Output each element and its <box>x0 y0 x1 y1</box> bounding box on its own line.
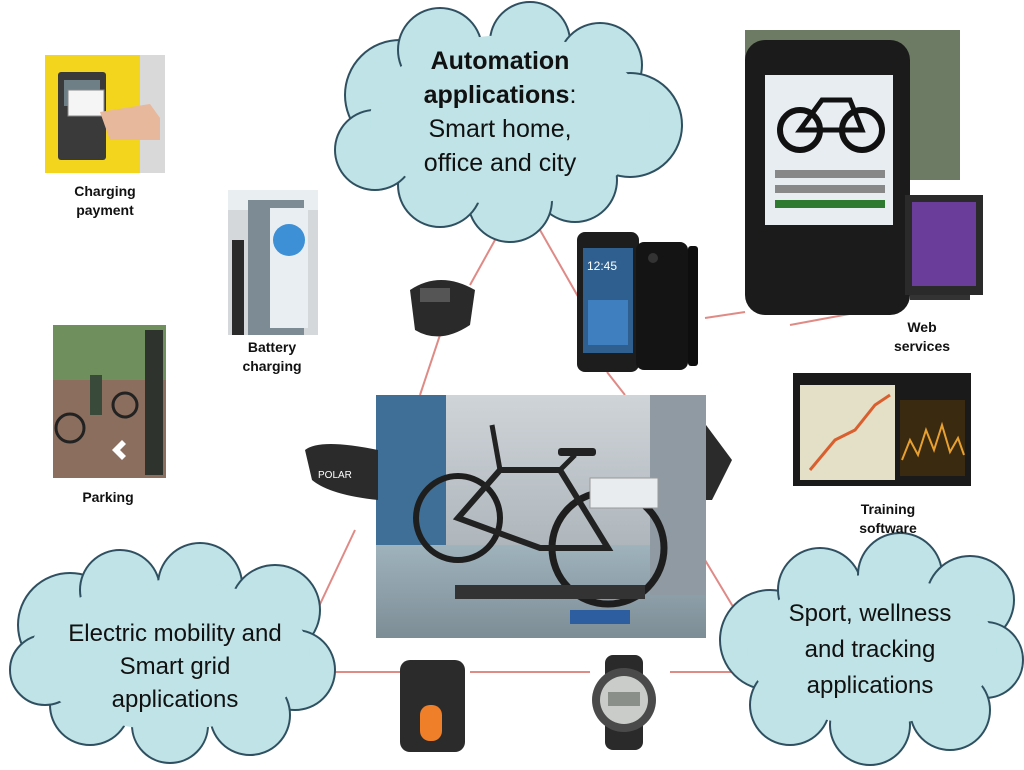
center-bike-photo <box>376 395 706 638</box>
smartphone-device: 12:45 <box>577 232 698 372</box>
sport-line3: applications <box>806 672 934 699</box>
automation-line3: Smart home, <box>428 115 572 143</box>
gps-tracker-device <box>400 660 465 752</box>
caption-parking: Parking <box>58 488 158 507</box>
automation-title: Automation <box>430 47 570 75</box>
battery-charging-photo <box>228 190 318 335</box>
caption-web-line2: services <box>893 338 951 354</box>
automation-title-line2: applications <box>423 81 570 109</box>
caption-training-line1: Training <box>860 501 916 517</box>
sport-cloud-center <box>747 575 997 725</box>
electric-line3: applications <box>111 686 239 713</box>
training-software-photo <box>793 373 971 486</box>
charging-payment-photo <box>45 55 165 173</box>
sport-line1: Sport, wellness <box>788 600 952 627</box>
caption-battery-line2: charging <box>242 358 302 374</box>
polar-brand-label: POLAR <box>318 470 352 481</box>
automation-colon: : <box>569 81 577 109</box>
electric-cloud-center <box>30 580 310 730</box>
electric-line2: Smart grid <box>119 653 231 680</box>
web-services-photo <box>745 30 983 315</box>
caption-battery-line1: Battery <box>247 339 297 355</box>
caption-training-software: Training software <box>838 500 938 538</box>
sport-line2: and tracking <box>804 636 936 663</box>
automation-line4: office and city <box>423 149 577 177</box>
parking-photo <box>53 325 166 478</box>
automation-cloud-text: Automation applications: Smart home, off… <box>385 44 615 180</box>
caption-charging-line2: payment <box>76 202 134 218</box>
electric-cloud-text: Electric mobility and Smart grid applica… <box>40 617 310 716</box>
sport-cloud-text: Sport, wellness and tracking application… <box>745 596 995 704</box>
phone-clock-label: 12:45 <box>587 259 617 273</box>
sports-watch-device <box>592 655 656 750</box>
caption-battery-charging: Battery charging <box>222 338 322 376</box>
speed-sensor-device <box>706 425 732 500</box>
caption-charging-line1: Charging <box>74 183 136 199</box>
caption-web-services: Web services <box>872 318 972 356</box>
caption-charging-payment: Charging payment <box>55 182 155 220</box>
caption-training-line2: software <box>859 520 917 536</box>
automation-cloud-center <box>370 35 650 205</box>
electric-line1: Electric mobility and <box>68 620 282 647</box>
polar-sensor-device: POLAR <box>305 444 378 500</box>
caption-web-line1: Web <box>907 319 937 335</box>
caption-parking-line1: Parking <box>82 489 134 505</box>
handlebar-sensor-device <box>410 280 475 337</box>
